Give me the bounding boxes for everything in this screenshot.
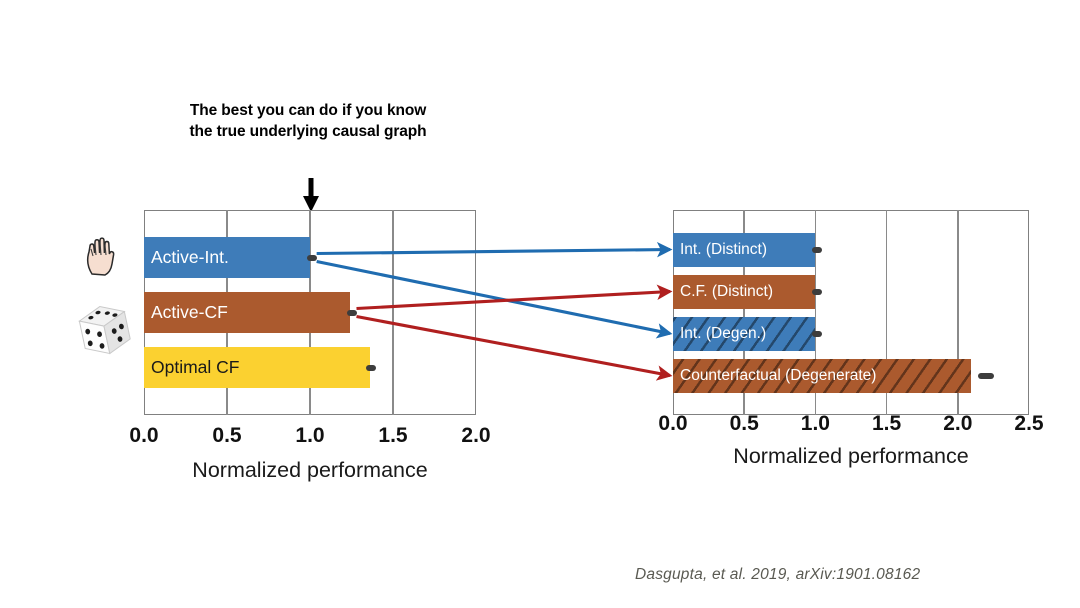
x-tick-label: 1.5 (378, 424, 408, 447)
bar-3[interactable]: Optimal CF (144, 347, 370, 388)
gridline (814, 210, 817, 415)
bar-4[interactable]: Counterfactual (Degenerate) (673, 358, 971, 393)
x-tick-label: 1.5 (871, 412, 902, 435)
down-arrow-icon (303, 178, 319, 212)
bar-label: Optimal CF (151, 357, 240, 377)
x-tick-label: 0.0 (658, 412, 688, 435)
bar-1[interactable]: Active-Int. (144, 237, 310, 278)
right-x-axis-title: Normalized performance (733, 444, 969, 468)
x-tick-label: 2.0 (943, 412, 973, 435)
annotation-text: The best you can do if you know the true… (189, 102, 427, 141)
x-tick-label: 1.0 (295, 424, 325, 447)
bar-hatch-pattern (673, 358, 971, 393)
bar-label: Active-Int. (151, 247, 229, 267)
bar-label: Int. (Degen.) (680, 324, 767, 342)
bar-label: Int. (Distinct) (680, 240, 767, 258)
right-bar-chart: Int. (Distinct) C.F. (Distinct) Int. (Dege… (673, 210, 1029, 415)
citation-text: Dasgupta, et al. 2019, arXiv:1901.08162 (635, 566, 921, 583)
left-bar-chart: Active-Int. Active-CF Optimal CF (144, 210, 476, 415)
x-tick-label: 0.0 (129, 424, 159, 447)
error-marker (366, 364, 377, 371)
bar-1[interactable]: Int. (Distinct) (673, 232, 816, 267)
x-tick-label: 2.5 (1014, 412, 1044, 435)
error-marker (346, 309, 357, 316)
bar-label: C.F. (Distinct) (680, 282, 773, 300)
x-tick-label: 1.0 (800, 412, 830, 435)
x-tick-label: 0.5 (729, 412, 759, 435)
bar-3[interactable]: Int. (Degen.) (673, 316, 816, 351)
gridline (885, 210, 888, 415)
gridline (392, 210, 394, 415)
bar-label: Counterfactual (Degenerate) (680, 366, 877, 384)
bar-2[interactable]: C.F. (Distinct) (673, 274, 816, 309)
gridline (957, 210, 959, 415)
bar-hatch-pattern (673, 316, 816, 351)
error-marker (811, 288, 822, 295)
left-x-axis-title: Normalized performance (192, 458, 428, 482)
error-marker (811, 330, 822, 337)
x-tick-label: 2.0 (461, 424, 491, 447)
error-marker (811, 246, 822, 253)
bar-label: Active-CF (151, 302, 228, 322)
bar-2[interactable]: Active-CF (144, 292, 350, 333)
error-marker (306, 254, 317, 261)
error-marker (978, 372, 995, 379)
x-tick-label: 0.5 (212, 424, 242, 447)
dice-icon (78, 306, 131, 355)
gridline (743, 210, 745, 415)
hand-icon (87, 237, 115, 276)
